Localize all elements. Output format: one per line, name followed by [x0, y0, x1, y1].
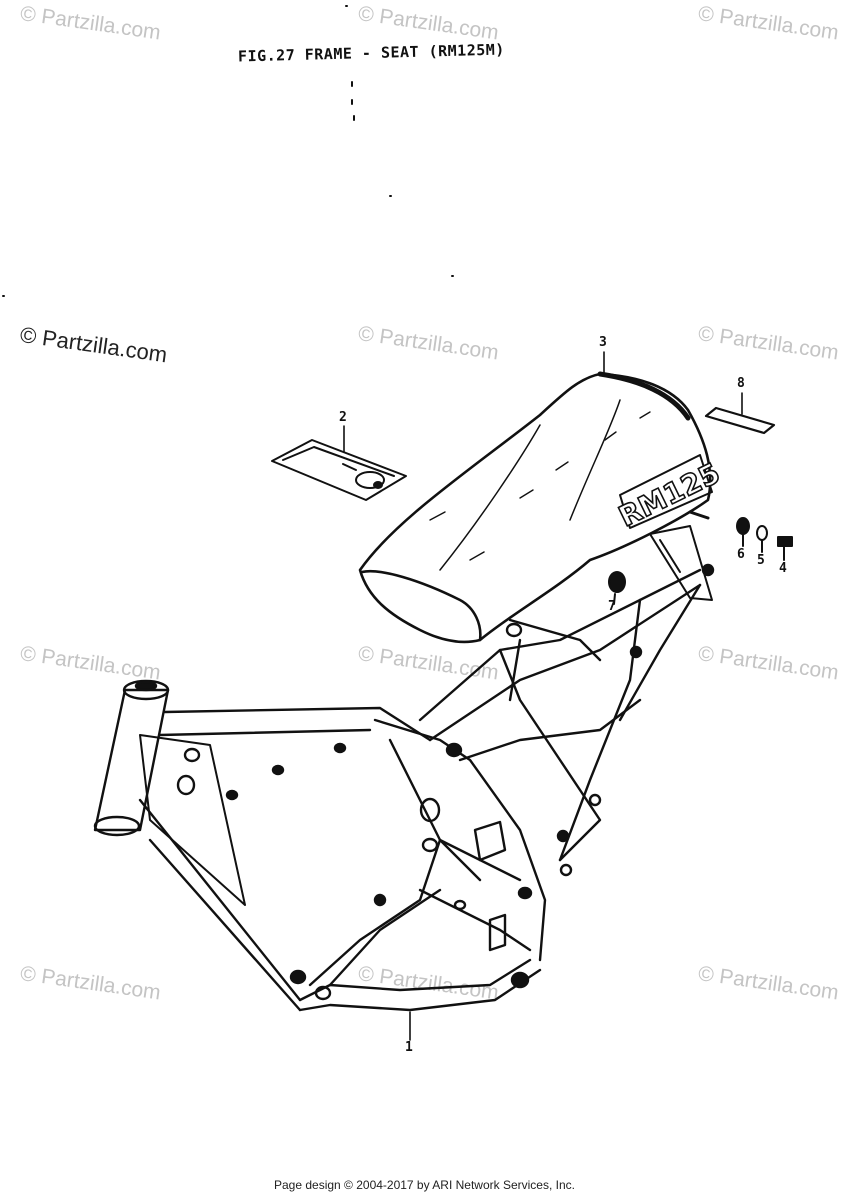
callout-3: 3 — [599, 335, 607, 350]
part-6-nut — [736, 517, 750, 547]
page-footer: Page design © 2004-2017 by ARI Network S… — [273, 1178, 575, 1192]
scan-specks — [2, 5, 454, 297]
callout-2: 2 — [339, 410, 347, 425]
seat-rear-bracket — [649, 525, 713, 601]
part-8-strip — [704, 406, 776, 435]
callout-6: 6 — [737, 547, 745, 562]
part-3-seat — [358, 371, 713, 644]
leader-lines — [343, 351, 743, 1041]
callout-8: 8 — [737, 376, 745, 391]
callout-4: 4 — [779, 561, 787, 576]
part-7-grommet — [608, 571, 626, 605]
callout-5: 5 — [757, 553, 765, 568]
callout-1: 1 — [405, 1040, 413, 1055]
callout-7: 7 — [608, 599, 616, 614]
part-4-bolt — [777, 536, 793, 561]
part-1-frame — [93, 563, 715, 1012]
part-2-seat-plate — [271, 439, 407, 501]
part-5-washer — [756, 525, 768, 553]
